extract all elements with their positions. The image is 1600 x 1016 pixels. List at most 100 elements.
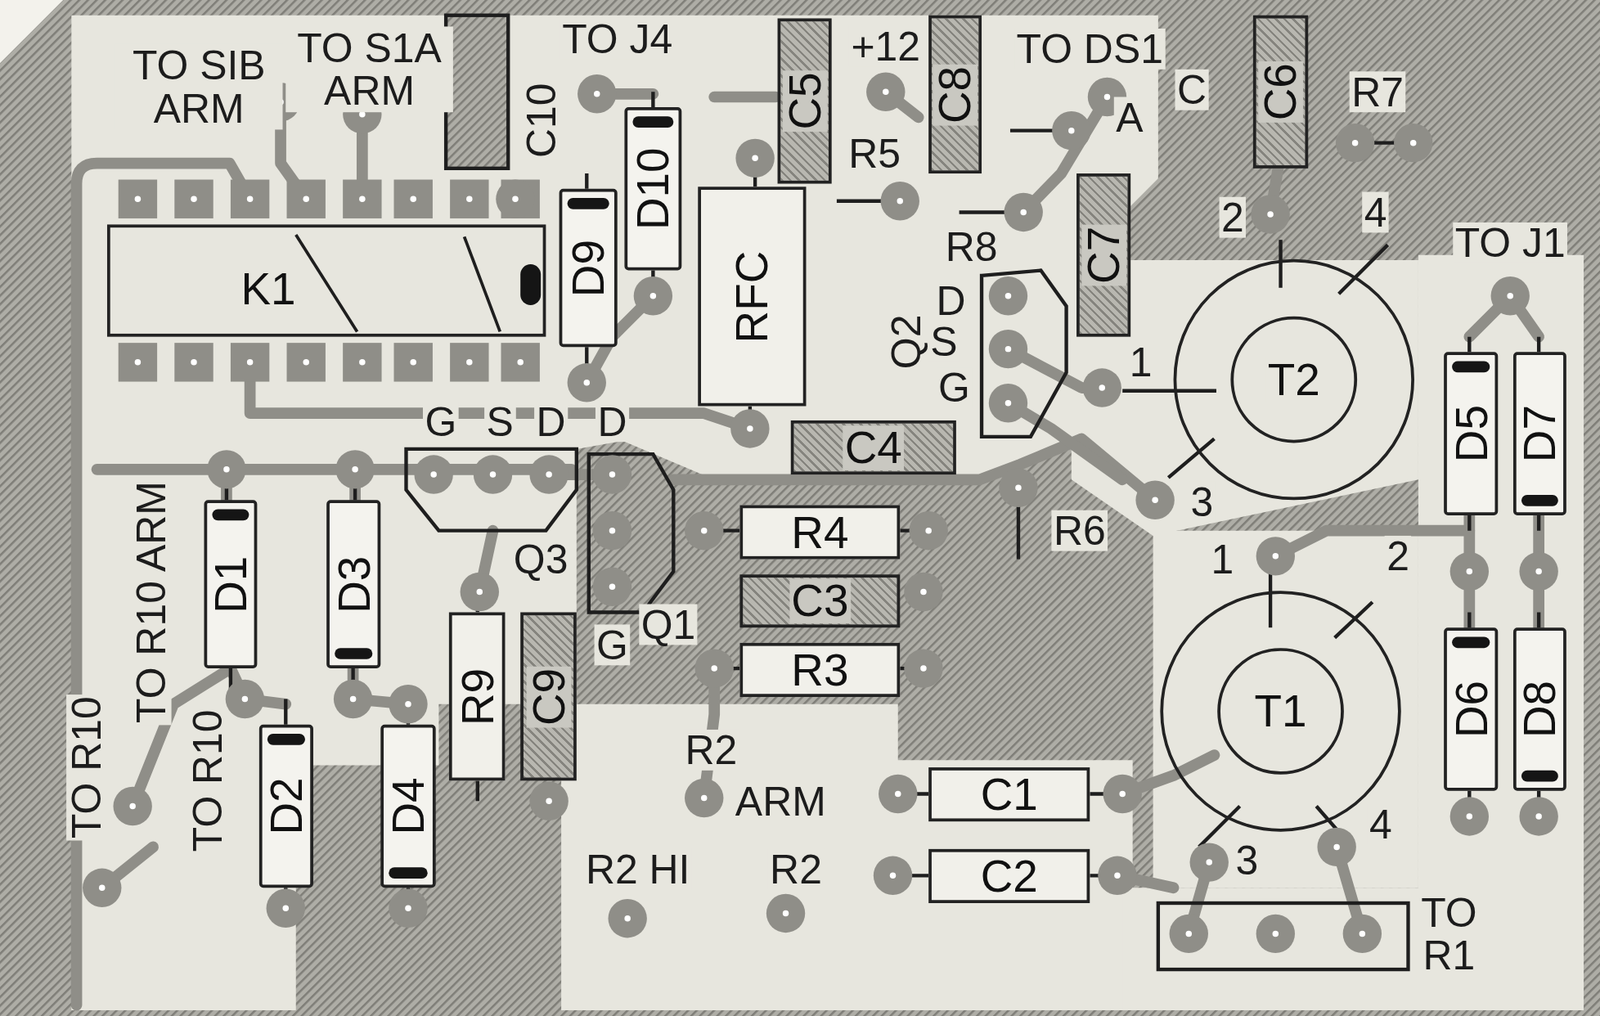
part-label: D9 (566, 237, 612, 299)
solder-pad (1491, 276, 1530, 315)
relay-marker (296, 234, 358, 333)
solder-pad (112, 786, 152, 826)
part-label: C4 (842, 425, 904, 471)
diode-body: D4 (380, 724, 436, 889)
solder-pad (695, 648, 734, 688)
part-label: C3 (789, 578, 851, 624)
transformer-pin-mark (1339, 244, 1389, 294)
capacitor-body: C4 (791, 420, 957, 475)
solder-pad (1083, 368, 1122, 407)
solder-pad (1256, 914, 1295, 953)
board-label: Q2 (885, 312, 927, 372)
board-label: TO R10 (186, 707, 228, 854)
solder-pad (684, 778, 724, 818)
board-label: TO J1 (1452, 222, 1568, 264)
board-label: S (484, 400, 516, 442)
solder-pad (529, 782, 568, 821)
etched-area (1153, 530, 1419, 889)
diode-body: D3 (326, 499, 381, 669)
solder-pad (335, 449, 374, 489)
part-label: D5 (1448, 403, 1494, 465)
solder-pad (866, 72, 905, 112)
board-label: TO R10 (66, 694, 108, 841)
copper-trace (76, 91, 1540, 1005)
solder-pad (82, 868, 122, 908)
solder-pad (903, 572, 943, 612)
part-label: D3 (331, 553, 377, 616)
solder-pad (593, 511, 632, 550)
solder-pad (684, 511, 724, 550)
part-label: C2 (978, 853, 1040, 899)
copper-trace (1007, 403, 1123, 481)
capacitor-body: C2 (928, 849, 1090, 904)
board-label: R2 (768, 849, 825, 890)
board-label: R2 (683, 729, 740, 771)
diode-body: D10 (624, 107, 682, 271)
board-label: TO R1 (1410, 890, 1488, 977)
solder-pad (174, 342, 213, 382)
cathode-band (632, 116, 674, 128)
solder-pad (880, 181, 920, 221)
board-label: C (1175, 69, 1209, 111)
board-label: 3 (1233, 840, 1261, 881)
solder-pad (1097, 856, 1137, 895)
solder-pad (873, 856, 913, 895)
cathode-band (1451, 361, 1490, 374)
solder-pad (1169, 914, 1209, 953)
capacitor-body: C8 (928, 15, 982, 174)
cathode-band (567, 197, 610, 210)
solder-pad (1316, 827, 1356, 867)
copper-trace (226, 469, 356, 500)
solder-pad (118, 342, 158, 382)
solder-pad (878, 774, 917, 814)
relay-marker (296, 234, 500, 333)
solder-pad (1135, 480, 1174, 520)
solder-pad (903, 648, 943, 688)
board-label: D (534, 400, 568, 442)
solder-pad (1343, 914, 1382, 953)
solder-pad (225, 679, 265, 719)
solder-pad (449, 342, 489, 382)
component-lead (226, 91, 1539, 908)
solder-pad (529, 454, 568, 494)
board-label: 4 (1361, 192, 1389, 234)
relay-marker (520, 264, 541, 306)
part-label: D1 (207, 553, 253, 616)
part-label: C7 (1081, 224, 1127, 286)
resistor-body: R3 (739, 642, 900, 697)
board-label: TO SIB ARM (115, 44, 284, 131)
capacitor-body: C6 (1253, 15, 1308, 169)
solder-pad (460, 572, 499, 612)
solder-pad (1519, 796, 1558, 836)
board-label: 2 (1384, 535, 1412, 577)
solder-pad (988, 329, 1028, 369)
part-label: D2 (263, 775, 309, 837)
cathode-band (388, 867, 427, 879)
solder-pad (908, 511, 948, 550)
board-label: C10 (520, 80, 562, 161)
board-label: 1 (1208, 539, 1236, 580)
part-label: K1 (238, 266, 298, 312)
capacitor-body: C1 (928, 767, 1090, 822)
part-label: C1 (978, 772, 1040, 818)
solder-pad (174, 179, 213, 219)
capacitor-body: C5 (777, 17, 832, 184)
solder-pad (1250, 194, 1290, 234)
board-label: G (594, 624, 631, 666)
capacitor-body: C3 (739, 574, 900, 628)
part-label: D6 (1448, 678, 1494, 740)
part-label: RFC (729, 247, 775, 345)
solder-pad (998, 468, 1038, 508)
part-label: D7 (1517, 403, 1563, 465)
board-label: R8 (943, 226, 1000, 268)
board-label: TO J4 (560, 17, 675, 59)
solder-pad (607, 898, 647, 938)
part-label: R4 (789, 509, 851, 555)
board-label: R2 HI (583, 849, 693, 890)
transistor-outline (405, 270, 1408, 971)
transformer-toroid: T1 (1159, 590, 1401, 832)
solder-pad (266, 889, 306, 928)
solder-pad (500, 342, 540, 382)
